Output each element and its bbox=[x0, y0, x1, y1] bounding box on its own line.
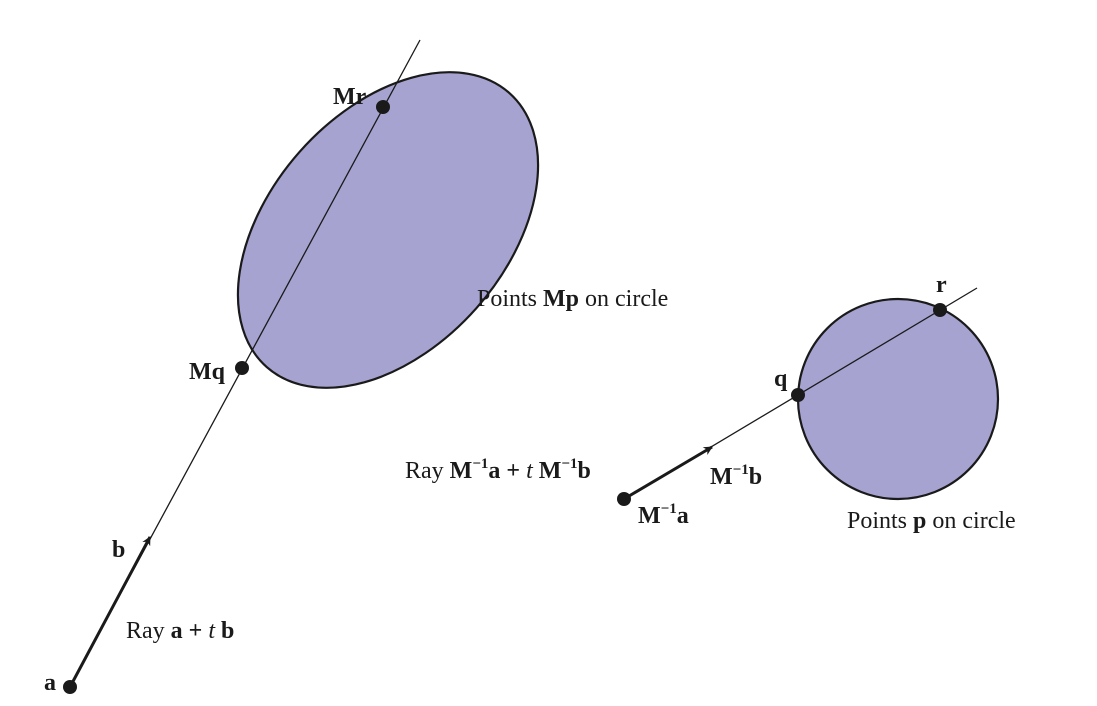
label-b: b bbox=[112, 537, 125, 563]
label-mq: Mq bbox=[189, 359, 226, 385]
label-a: a bbox=[44, 670, 56, 696]
label-m-inv-a: M−1a bbox=[638, 501, 689, 529]
point-a-dot bbox=[63, 680, 77, 694]
point-m-inv-a-dot bbox=[617, 492, 631, 506]
circle-direction-arrow bbox=[623, 445, 713, 501]
ellipse-group bbox=[63, 39, 540, 694]
circle-group bbox=[617, 287, 1000, 506]
label-points-p-on-circle: Points p on circle bbox=[847, 508, 1016, 534]
label-mr: Mr bbox=[333, 84, 367, 110]
label-points-mp-on-circle: Points Mp on circle bbox=[477, 286, 668, 312]
ellipse-direction-arrow bbox=[68, 536, 152, 688]
point-q-dot bbox=[791, 388, 805, 402]
point-r-dot bbox=[933, 303, 947, 317]
label-ray-a-plus-tb: Ray a + t b bbox=[126, 618, 234, 644]
label-ray-m-inv-a-plus-t-m-inv-b: Ray M−1a + t M−1b bbox=[405, 456, 591, 484]
label-r: r bbox=[936, 272, 947, 298]
circle-shape bbox=[796, 297, 1000, 501]
ellipse-shape bbox=[236, 71, 540, 389]
point-mq-dot bbox=[235, 361, 249, 375]
point-mr-dot bbox=[376, 100, 390, 114]
label-m-inv-b: M−1b bbox=[710, 462, 762, 490]
label-q: q bbox=[774, 366, 788, 392]
